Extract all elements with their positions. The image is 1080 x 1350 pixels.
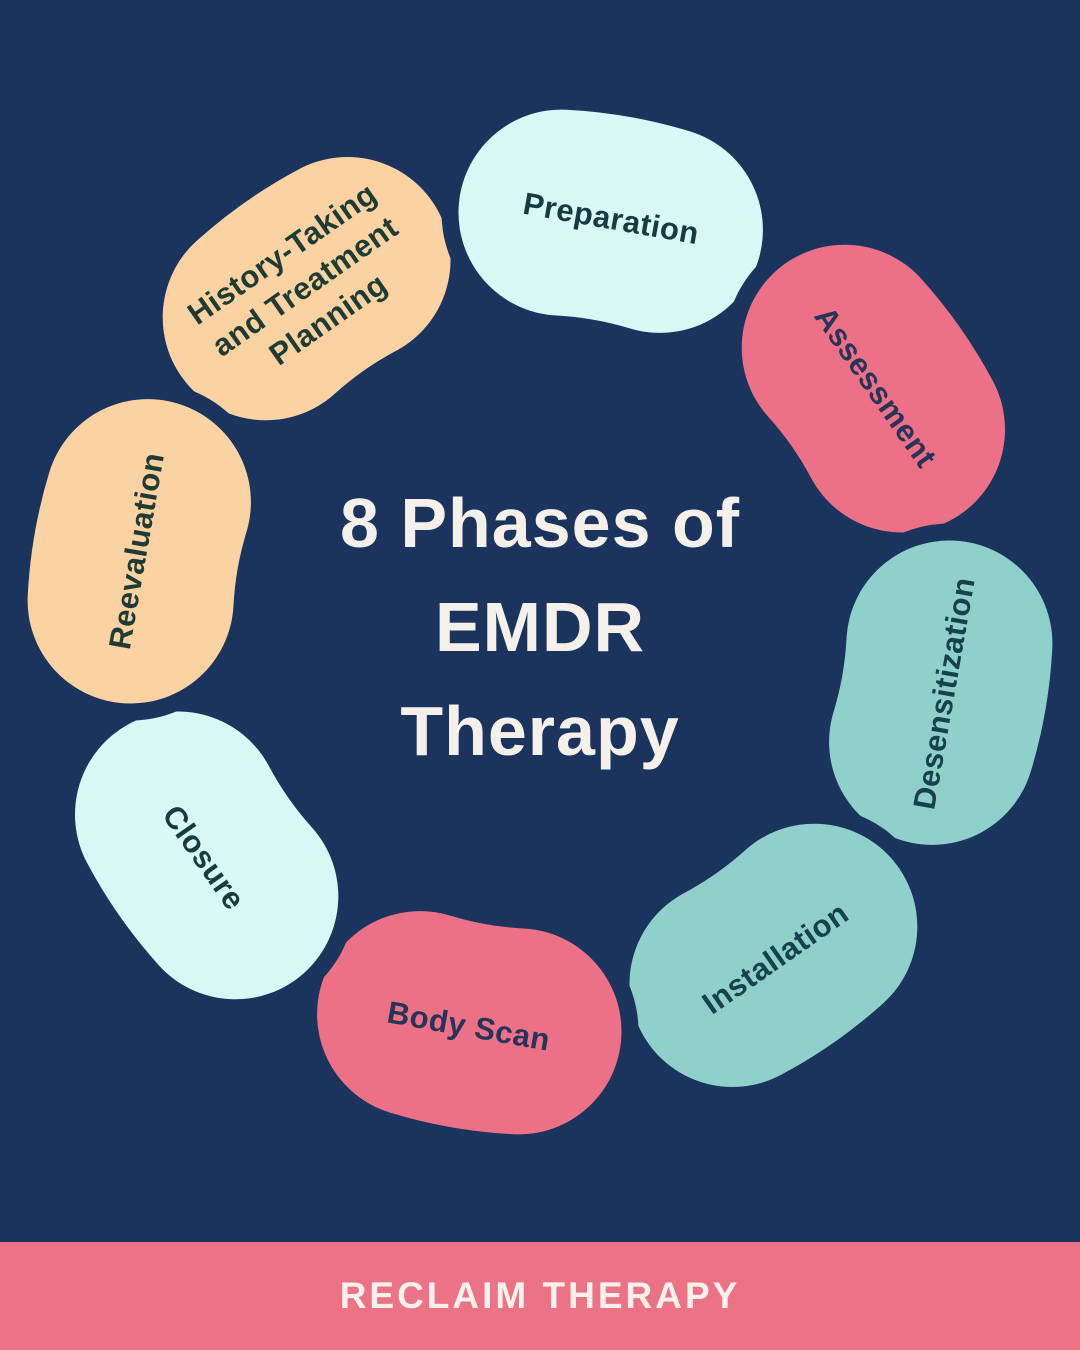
brand-name: RECLAIM THERAPY bbox=[339, 1275, 741, 1316]
segment-arc-assessment bbox=[741, 244, 1005, 533]
segment-arc-reevaluation bbox=[27, 399, 251, 704]
segment-arc-closure bbox=[75, 711, 339, 1000]
segment-arc-preparation bbox=[458, 109, 763, 333]
segment-arc-installation bbox=[629, 823, 918, 1087]
segment-arc-body-scan bbox=[317, 911, 622, 1135]
segment-arc-history-taking-and-treatment-planning bbox=[162, 157, 451, 421]
segment-arc-desensitization bbox=[829, 540, 1053, 845]
footer-banner: RECLAIM THERAPY bbox=[0, 1242, 1080, 1350]
